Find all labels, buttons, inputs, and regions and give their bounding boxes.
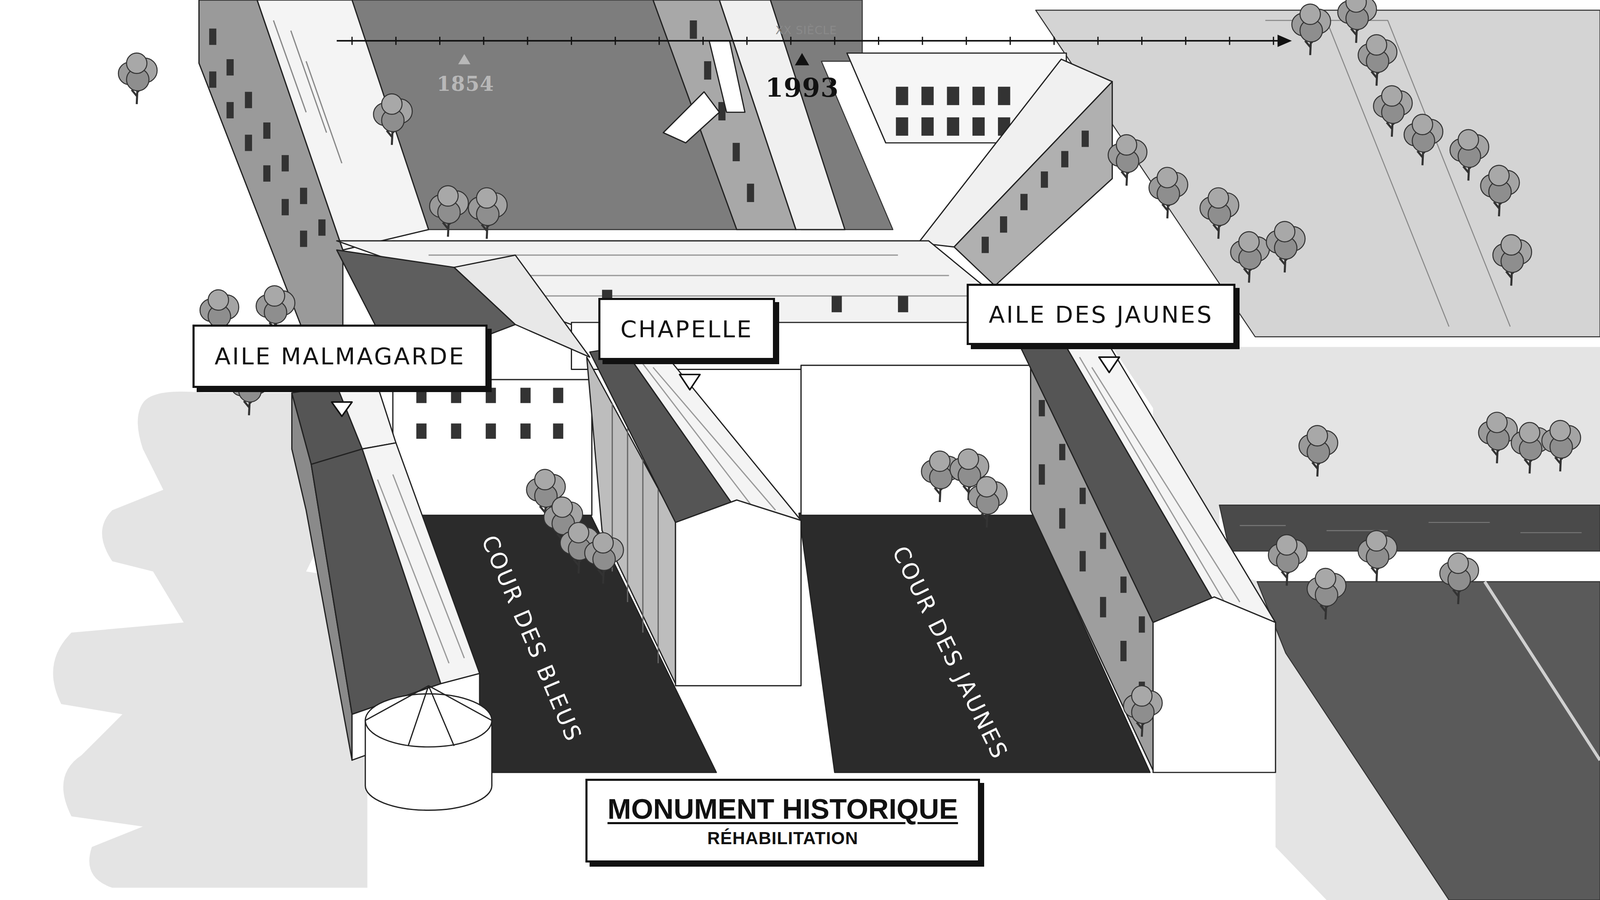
aile-malmagarde <box>291 379 492 810</box>
aile-des-jaunes <box>1020 341 1276 773</box>
chapelle <box>586 341 801 686</box>
trees <box>118 0 1581 737</box>
clouds <box>52 347 1600 900</box>
lawns <box>352 0 1600 900</box>
box-title: MONUMENT HISTORIQUE <box>607 793 958 825</box>
timeline-era: XX SIÈCLE <box>775 24 838 37</box>
chapel-label: CHAPELLE <box>598 297 775 360</box>
box-subtitle: RÉHABILITATION <box>707 828 858 848</box>
box-title: AILE DES JAUNES <box>988 301 1214 328</box>
wing-label: AILE DES JAUNES <box>966 283 1236 345</box>
box-title: AILE MALMAGARDE <box>214 343 466 370</box>
timeline-year: 1993 <box>765 73 840 103</box>
box-title: CHAPELLE <box>620 316 753 343</box>
wing-label: AILE MALMAGARDE <box>192 324 488 388</box>
status-box: MONUMENT HISTORIQUE RÉHABILITATION <box>585 778 980 863</box>
timeline-year: 1854 <box>436 72 495 95</box>
timeline <box>336 34 1292 65</box>
